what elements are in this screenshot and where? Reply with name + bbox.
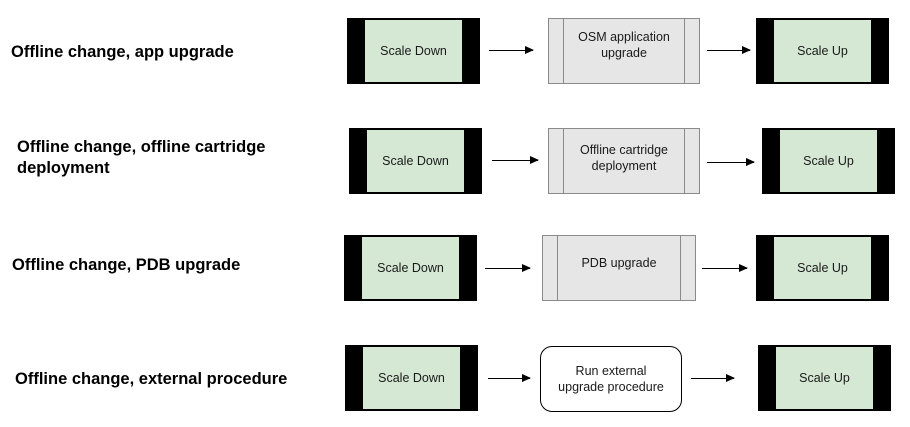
node-label: Offline cartridge deployment xyxy=(579,143,668,173)
node-label: Scale Down xyxy=(382,154,449,168)
node-label: Scale Up xyxy=(797,44,848,58)
row-label-app-upgrade: Offline change, app upgrade xyxy=(11,43,234,61)
run-external-upgrade-procedure-node: Run external upgrade procedure xyxy=(540,346,682,412)
pdb-upgrade-node: PDB upgrade xyxy=(542,235,696,301)
flow-arrow xyxy=(492,156,539,164)
row-label-external-procedure: Offline change, external procedure xyxy=(15,370,288,388)
node-label: Scale Up xyxy=(797,261,848,275)
scale-up-node: Scale Up xyxy=(762,128,895,194)
scale-down-node: Scale Down xyxy=(345,345,478,411)
flow-arrow xyxy=(707,46,751,54)
osm-application-upgrade-node: OSM application upgrade xyxy=(548,18,700,84)
flow-arrow xyxy=(702,264,748,272)
scale-down-node: Scale Down xyxy=(347,18,480,84)
offline-cartridge-deployment-node: Offline cartridge deployment xyxy=(548,128,700,194)
node-label: Scale Down xyxy=(377,261,444,275)
flow-arrow xyxy=(485,264,531,272)
node-label: Scale Down xyxy=(378,371,445,385)
node-label: OSM application upgrade xyxy=(578,30,670,60)
scale-up-node: Scale Up xyxy=(756,235,889,301)
row-label-offline-cartridge-deployment: Offline change, offline cartridge deploy… xyxy=(17,138,266,177)
scale-down-node: Scale Down xyxy=(344,235,477,301)
scale-down-node: Scale Down xyxy=(349,128,482,194)
scale-up-node: Scale Up xyxy=(758,345,891,411)
node-label: Scale Up xyxy=(799,371,850,385)
flow-arrow xyxy=(691,374,735,382)
flow-arrow xyxy=(488,374,531,382)
node-label: Run external upgrade procedure xyxy=(558,364,664,394)
row-label-pdb-upgrade: Offline change, PDB upgrade xyxy=(12,256,241,274)
node-label: Scale Up xyxy=(803,154,854,168)
node-label: PDB upgrade xyxy=(581,256,657,270)
flow-arrow xyxy=(707,158,755,166)
scale-up-node: Scale Up xyxy=(756,18,889,84)
node-label: Scale Down xyxy=(380,44,447,58)
flow-arrow xyxy=(489,46,534,54)
